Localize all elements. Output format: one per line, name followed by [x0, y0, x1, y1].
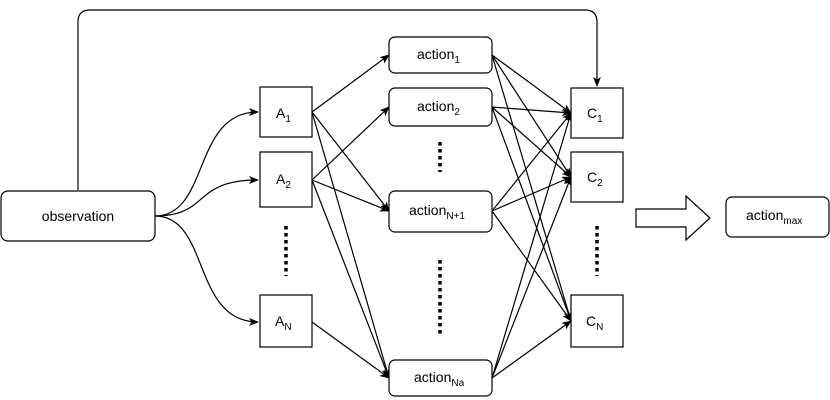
- node-c1: C1: [570, 87, 624, 139]
- edge-observation-to-an: [154, 215, 259, 326]
- node-cn: CN: [570, 294, 624, 348]
- node-action-1-sub: 1: [454, 55, 460, 66]
- edge-actNao-to-cni: [491, 320, 572, 379]
- edge-observation-to-a1: [154, 108, 259, 217]
- node-c1-sub: 1: [597, 114, 603, 125]
- edges: [311, 54, 573, 379]
- node-action-max-sub: max: [783, 216, 802, 227]
- node-c2: C2: [570, 151, 624, 203]
- edge-act2o-to-c2i: [491, 106, 572, 178]
- node-action-max-label: action: [746, 207, 783, 223]
- edge-a1o-to-act1i: [311, 54, 390, 113]
- node-c2-label: C: [587, 169, 597, 185]
- node-observation-label: observation: [42, 208, 114, 224]
- svg-text:actionNa: actionNa: [414, 369, 465, 389]
- svg-text:C2: C2: [587, 169, 603, 189]
- edge-a1o-to-actN1i: [311, 111, 390, 212]
- node-action-na-label: action: [414, 369, 451, 385]
- node-action-n-plus-1-sub: N+1: [446, 211, 465, 222]
- node-action-2-label: action: [417, 98, 454, 114]
- node-c1-label: C: [587, 105, 597, 121]
- node-a2-label: A: [276, 171, 286, 187]
- edge-actN1o-to-c1i: [491, 112, 572, 212]
- svg-text:actionN+1: actionN+1: [409, 202, 465, 222]
- edge-act2o-to-c1i: [491, 106, 572, 117]
- node-an-sub: N: [284, 322, 291, 333]
- edge-a2o-to-actNai: [311, 179, 390, 379]
- node-a2-sub: 2: [285, 180, 291, 191]
- svg-text:C1: C1: [587, 105, 603, 125]
- edge-ano-to-actNai: [311, 321, 390, 379]
- node-action-na-sub: Na: [451, 378, 464, 389]
- svg-text:action1: action1: [417, 46, 460, 66]
- node-action-n-plus-1: actionN+1: [388, 190, 493, 233]
- node-action-2: action2: [388, 87, 493, 127]
- svg-text:actionmax: actionmax: [746, 207, 802, 227]
- edge-observation-to-c1: [77, 9, 601, 190]
- edge-a2o-to-actN1i: [311, 179, 390, 212]
- node-a2: A2: [259, 151, 313, 208]
- node-an: AN: [259, 294, 313, 348]
- svg-text:action2: action2: [417, 98, 460, 118]
- svg-text:AN: AN: [275, 313, 292, 333]
- edge-actN1o-to-c2i: [491, 176, 572, 212]
- node-observation: observation: [0, 190, 156, 242]
- edge-act2o-to-cni: [491, 106, 572, 322]
- svg-text:A1: A1: [276, 105, 291, 125]
- node-action-1: action1: [388, 36, 493, 74]
- svg-text:observation: observation: [42, 208, 114, 224]
- edge-actNao-to-c1i: [491, 112, 573, 379]
- edge-act1o-to-c2i: [491, 54, 572, 178]
- edge-a2o-to-act2i: [311, 106, 390, 181]
- svg-text:A2: A2: [276, 171, 291, 191]
- edge-a1o-to-actNai: [311, 111, 391, 379]
- edge-actN1o-to-cni: [491, 210, 572, 322]
- node-an-label: A: [275, 313, 285, 329]
- node-action-2-sub: 2: [454, 107, 460, 118]
- result-arrow-icon: [635, 194, 711, 242]
- node-action-1-label: action: [417, 46, 454, 62]
- edge-observation-to-a2: [154, 176, 259, 217]
- node-c2-sub: 2: [597, 178, 603, 189]
- node-action-max: actionmax: [725, 196, 830, 238]
- svg-text:CN: CN: [586, 313, 603, 333]
- node-action-n-plus-1-label: action: [409, 202, 446, 218]
- node-cn-sub: N: [596, 322, 603, 333]
- node-a1: A1: [259, 86, 313, 138]
- edge-actNao-to-c2i: [491, 176, 572, 379]
- node-a1-sub: 1: [285, 114, 291, 125]
- node-cn-label: C: [586, 313, 596, 329]
- edge-act1o-to-c1i: [491, 54, 572, 114]
- edge-act1o-to-cni: [491, 54, 573, 322]
- node-a1-label: A: [276, 105, 286, 121]
- node-action-na: actionNa: [388, 359, 493, 397]
